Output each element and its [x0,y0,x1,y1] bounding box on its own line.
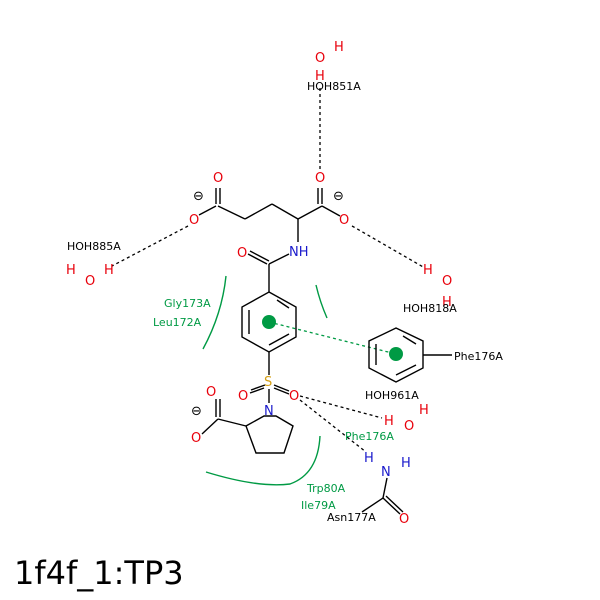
atom-o-sulfonyl-b: O [289,389,299,404]
label-trp80a: Trp80A [306,482,346,495]
atom-o-w961: O [404,419,414,434]
atom-h-w818a: H [423,263,433,278]
atom-o-amide: O [237,246,247,261]
atom-h-w961b: H [419,403,429,418]
charge-glu-alpha: ⊖ [333,189,344,204]
hydrophobic-contacts [202,275,328,486]
ligand-bonds [198,188,452,515]
hydrophobic-arc-phe [315,284,328,319]
water-labels: HOH851A HOH885A HOH818A HOH961A [67,80,457,402]
atom-o-sulfonyl-a: O [238,389,248,404]
atom-o-w818: O [442,274,452,289]
label-ile79a: Ile79A [301,499,336,512]
pi-stacking-line [268,321,397,355]
atom-o-glu-left-b: O [189,213,199,228]
atom-h-w885b: H [104,263,114,278]
atom-labels: O H H O O ⊖ O O ⊖ NH O H O H H O H S O O… [66,40,452,527]
label-hoh961a: HOH961A [365,389,419,402]
atom-n-pyrrolidine: N [264,404,274,419]
atom-o-asn: O [399,512,409,527]
hbond-asn177 [299,399,367,453]
atom-o-w885: O [85,274,95,289]
atom-h-w818b: H [442,295,452,310]
label-phe176a-ring: Phe176A [454,350,503,363]
atom-h-w961a: H [384,414,394,429]
hbond-818 [351,225,426,269]
atom-o-pro-a: O [206,385,216,400]
hydrophobic-arc-gly-leu [202,275,227,350]
hbond-885 [111,225,189,267]
label-gly173a: Gly173A [164,297,211,310]
atom-h-asn-b: H [401,456,411,471]
atom-h-w851b: H [315,69,325,84]
atom-h-w885a: H [66,263,76,278]
atom-o-glu-alpha-a: O [315,171,325,186]
label-phe176a-hydrophobic: Phe176A [345,430,394,443]
atom-o-glu-alpha-b: O [339,213,349,228]
charge-pro: ⊖ [191,404,202,419]
atom-h-w851a: H [334,40,344,55]
atom-o-pro-b: O [191,431,201,446]
residue-labels: Gly173A Leu172A Phe176A Phe176A Trp80A I… [153,297,503,524]
label-hoh818a: HOH818A [403,302,457,315]
ligand-ring-centroid [262,315,276,329]
atom-nh-amide: NH [289,245,309,260]
label-hoh885a: HOH885A [67,240,121,253]
atom-o-w851: O [315,51,325,66]
atom-s-sulfonyl: S [264,375,272,390]
atom-n-asn: N [381,465,391,480]
phe176-ring-centroid [389,347,403,361]
atom-h-asn-a: H [364,451,374,466]
hydrophobic-arc-trp-ile [205,435,321,486]
charge-glu-left: ⊖ [193,189,204,204]
label-asn177a: Asn177A [327,511,376,524]
hbond-961 [299,395,383,419]
diagram-title: 1f4f_1:TP3 [14,554,184,592]
atom-o-glu-left-a: O [213,171,223,186]
label-hoh851a: HOH851A [307,80,361,93]
label-leu172a: Leu172A [153,316,202,329]
hydrogen-bonds [111,88,426,453]
